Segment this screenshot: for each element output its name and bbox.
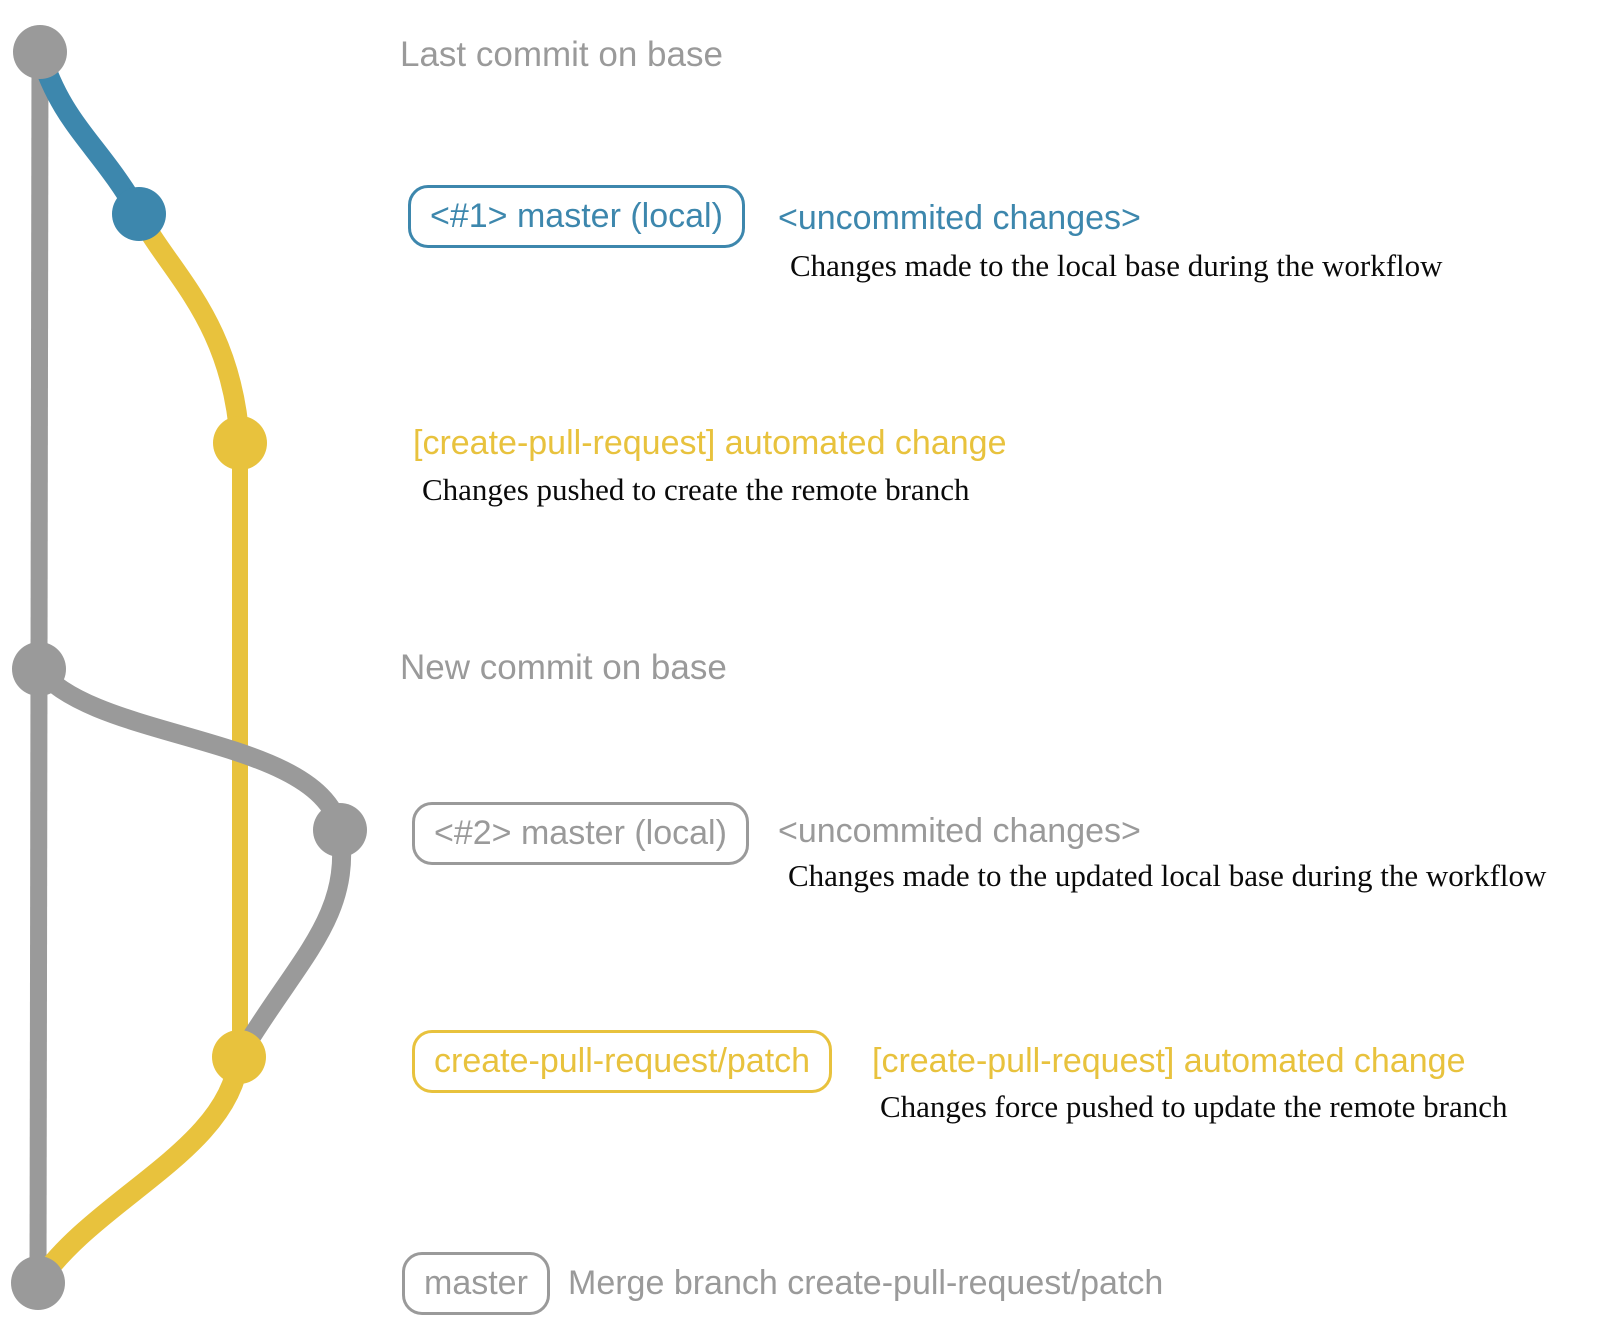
commit-dot-last-base [13, 25, 67, 79]
branch-line-local1 [29, 48, 149, 220]
heading-last-commit-on-base: Last commit on base [400, 35, 723, 74]
annotation-uncommited-changes-2: <uncommited changes> [778, 812, 1141, 850]
commit-dot-merge [11, 1256, 65, 1310]
branch-badge-create-pull-request-patch: create-pull-request/patch [412, 1030, 833, 1093]
commit-dot-new-base [12, 642, 66, 696]
description-push-1: Changes pushed to create the remote bran… [422, 472, 970, 507]
branch-badge-master-local-1: <#1> master (local) [408, 185, 745, 248]
commit-dot-patch2 [212, 1030, 266, 1084]
description-push-2: Changes force pushed to update the remot… [880, 1089, 1508, 1124]
branch-line-local2-in [230, 828, 352, 1062]
branch-line-merge [29, 1055, 250, 1289]
branch-line-local2-out [31, 662, 350, 833]
branch-badge-master-local-2: <#2> master (local) [412, 802, 749, 865]
commit-message-automated-change-1: [create-pull-request] automated change [413, 424, 1007, 462]
description-local-changes-1: Changes made to the local base during th… [790, 248, 1443, 283]
annotation-uncommited-changes-1: <uncommited changes> [778, 199, 1141, 237]
commit-message-merge: Merge branch create-pull-request/patch [568, 1264, 1164, 1302]
heading-new-commit-on-base: New commit on base [400, 648, 727, 687]
branch-badge-master: master [402, 1252, 550, 1315]
commit-dot-local2 [313, 803, 367, 857]
branch-line-patch-curve [130, 209, 250, 444]
commit-dot-patch1 [213, 416, 267, 470]
description-local-changes-2: Changes made to the updated local base d… [788, 858, 1547, 893]
commit-message-automated-change-2: [create-pull-request] automated change [872, 1042, 1466, 1080]
commit-dot-local1 [112, 187, 166, 241]
